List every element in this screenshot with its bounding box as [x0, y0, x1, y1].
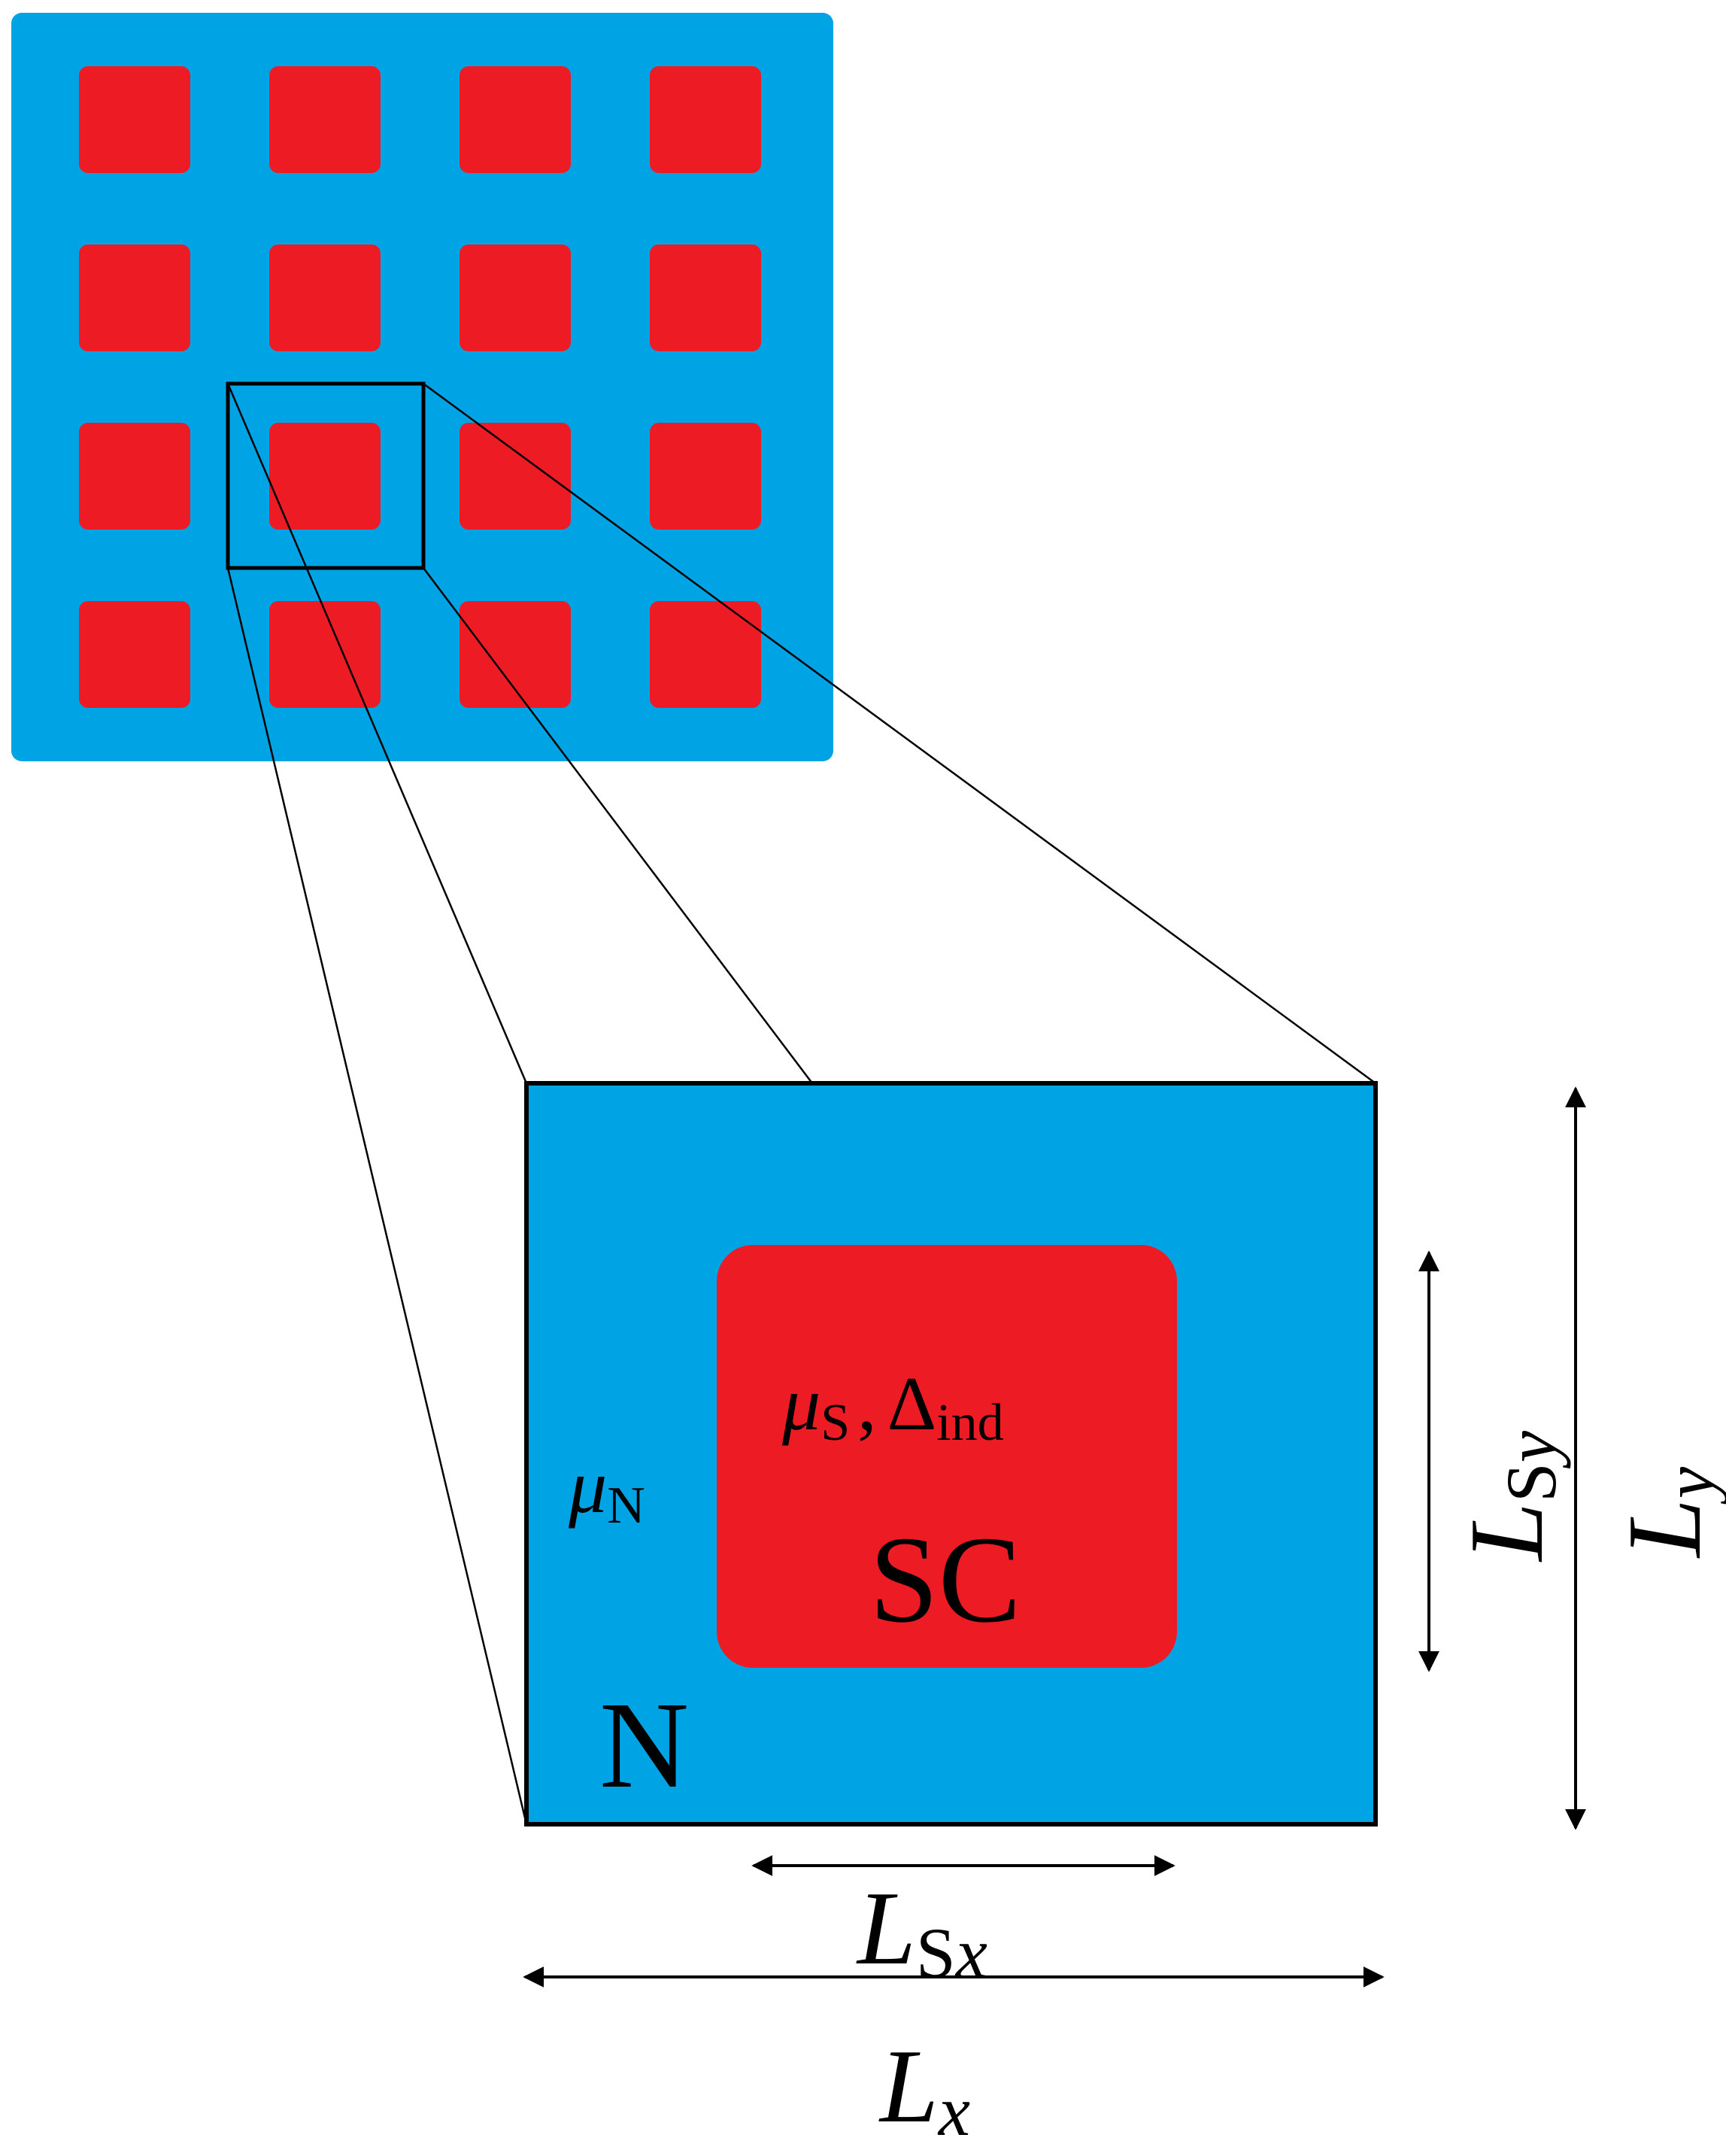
zoom-line: [226, 567, 528, 1825]
zoom-line: [423, 567, 813, 1084]
sc-island: [79, 601, 190, 708]
sc-island: [650, 423, 761, 530]
unit-cell-sc-island: [717, 1245, 1177, 1668]
lattice-sc-islands: [79, 66, 761, 708]
sc-island: [269, 601, 381, 708]
n-label: N: [599, 1676, 689, 1814]
sc-island: [650, 66, 761, 173]
zoom-line: [423, 382, 1376, 1085]
sc-island: [269, 244, 381, 351]
sc-island: [650, 244, 761, 351]
sc-island: [269, 423, 381, 530]
ly-label: Ly: [1606, 1466, 1726, 1559]
sc-island: [79, 66, 190, 173]
sc-island: [269, 66, 381, 173]
sc-island: [79, 423, 190, 530]
lattice-highlight-box: [226, 381, 426, 570]
sc-island: [79, 244, 190, 351]
sc-island: [460, 244, 571, 351]
sc-island: [650, 601, 761, 708]
sc-island: [460, 423, 571, 530]
sc-island: [460, 601, 571, 708]
sc-label: SC: [869, 1511, 1021, 1648]
lx-label: Lx: [878, 2028, 970, 2151]
mu-n-label: μN: [568, 1444, 645, 1535]
zoom-line: [226, 383, 528, 1084]
dimension-arrows: [523, 1086, 1586, 1987]
lsy-label: LSy: [1448, 1430, 1571, 1562]
mu-s-delta-label: μS,Δind: [781, 1362, 1004, 1452]
zoom-lines: [226, 382, 1376, 1825]
sc-island: [460, 66, 571, 173]
lsx-label: LSx: [856, 1870, 987, 1993]
unit-cell: [524, 1081, 1378, 1827]
